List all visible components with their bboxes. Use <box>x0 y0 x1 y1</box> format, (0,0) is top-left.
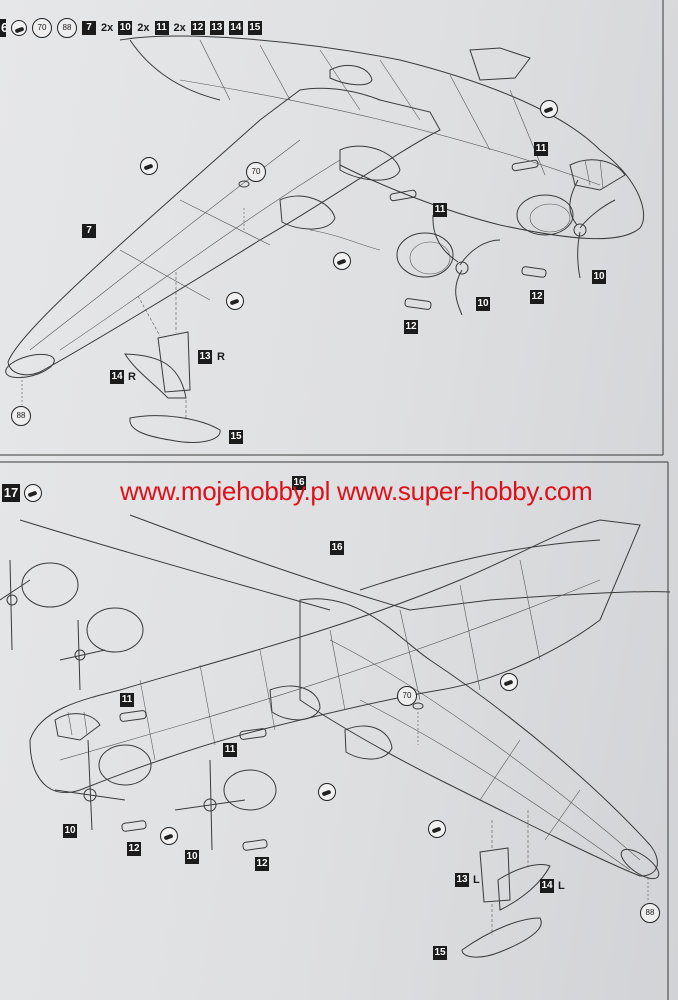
callout-wing-16: 16 <box>330 541 344 555</box>
callout-part-12-c: 12 <box>127 842 141 856</box>
header-circle-88: 88 <box>57 18 77 38</box>
step-number-17: 17 <box>2 484 20 502</box>
top-engines-drawing <box>309 159 616 316</box>
callout-part-15-top: 15 <box>229 430 243 444</box>
callout-part-11-b: 11 <box>433 203 447 217</box>
glue-icon <box>226 292 244 310</box>
header-part-15: 15 <box>247 21 262 35</box>
glue-icon <box>11 20 27 36</box>
top-parts-13-14-15 <box>21 180 250 443</box>
bottom-parts-13-14-15 <box>412 702 649 958</box>
callout-part-10-c: 10 <box>63 824 77 838</box>
glue-icon <box>333 252 351 270</box>
callout-part-13-top: 13 <box>198 350 212 364</box>
header-part-7: 7 <box>82 21 96 35</box>
callout-wing-7: 7 <box>82 224 96 238</box>
callout-part-12-a: 12 <box>530 290 544 304</box>
header-qty-11: 2x <box>137 22 150 34</box>
callout-part-10-d: 10 <box>185 850 199 864</box>
callout-part-14-top: 14 <box>110 370 124 384</box>
glue-icon <box>140 157 158 175</box>
callout-circle-88-bottom: 88 <box>640 903 660 923</box>
top-step-header: 6 70 88 7 2x 10 2x 11 2x 12 13 14 15 <box>0 18 262 38</box>
callout-part-13-bottom: 13 <box>455 873 469 887</box>
header-part-16: 16 <box>292 476 306 490</box>
callout-circle-88-top: 88 <box>11 406 31 426</box>
header-part-14: 14 <box>228 21 243 35</box>
callout-part-15-bottom: 15 <box>433 946 447 960</box>
header-circle-70: 70 <box>32 18 52 38</box>
bottom-engines-drawing <box>0 559 277 851</box>
callout-part-12-b: 12 <box>404 320 418 334</box>
callout-part-10-b: 10 <box>476 297 490 311</box>
header-part-13: 13 <box>209 21 224 35</box>
glue-icon <box>500 673 518 691</box>
glue-icon <box>24 484 42 502</box>
header-qty-12: 2x <box>173 22 186 34</box>
header-qty-10: 2x <box>101 22 114 34</box>
callout-part-11-c: 11 <box>120 693 134 707</box>
bottom-fuselage-drawing <box>29 519 641 793</box>
callout-part-11-a: 11 <box>534 142 548 156</box>
header-part-12: 12 <box>190 21 205 35</box>
top-wing-drawing <box>5 87 441 379</box>
partial-step-number: 6 <box>0 19 6 37</box>
glue-icon <box>540 100 558 118</box>
glue-icon <box>428 820 446 838</box>
callout-circle-70-bottom: 70 <box>397 686 417 706</box>
callout-side-14-top: R <box>128 371 136 383</box>
header-part-11: 11 <box>154 21 169 35</box>
callout-side-13-bottom: L <box>473 874 480 886</box>
callout-side-13-top: R <box>217 351 225 363</box>
glue-icon <box>318 783 336 801</box>
callout-side-14-bottom: L <box>558 880 565 892</box>
watermark: www.mojehobby.pl www.super-hobby.com <box>120 476 593 506</box>
header-part-10: 10 <box>118 21 133 35</box>
callout-part-14-bottom: 14 <box>540 879 554 893</box>
callout-part-10-a: 10 <box>592 270 606 284</box>
callout-circle-70-top: 70 <box>246 162 266 182</box>
bottom-wing-drawing <box>19 514 671 880</box>
callout-part-12-d: 12 <box>255 857 269 871</box>
top-tail-fin <box>469 47 531 81</box>
top-fuselage-drawing <box>119 35 645 240</box>
callout-part-11-d: 11 <box>223 743 237 757</box>
glue-icon <box>160 827 178 845</box>
